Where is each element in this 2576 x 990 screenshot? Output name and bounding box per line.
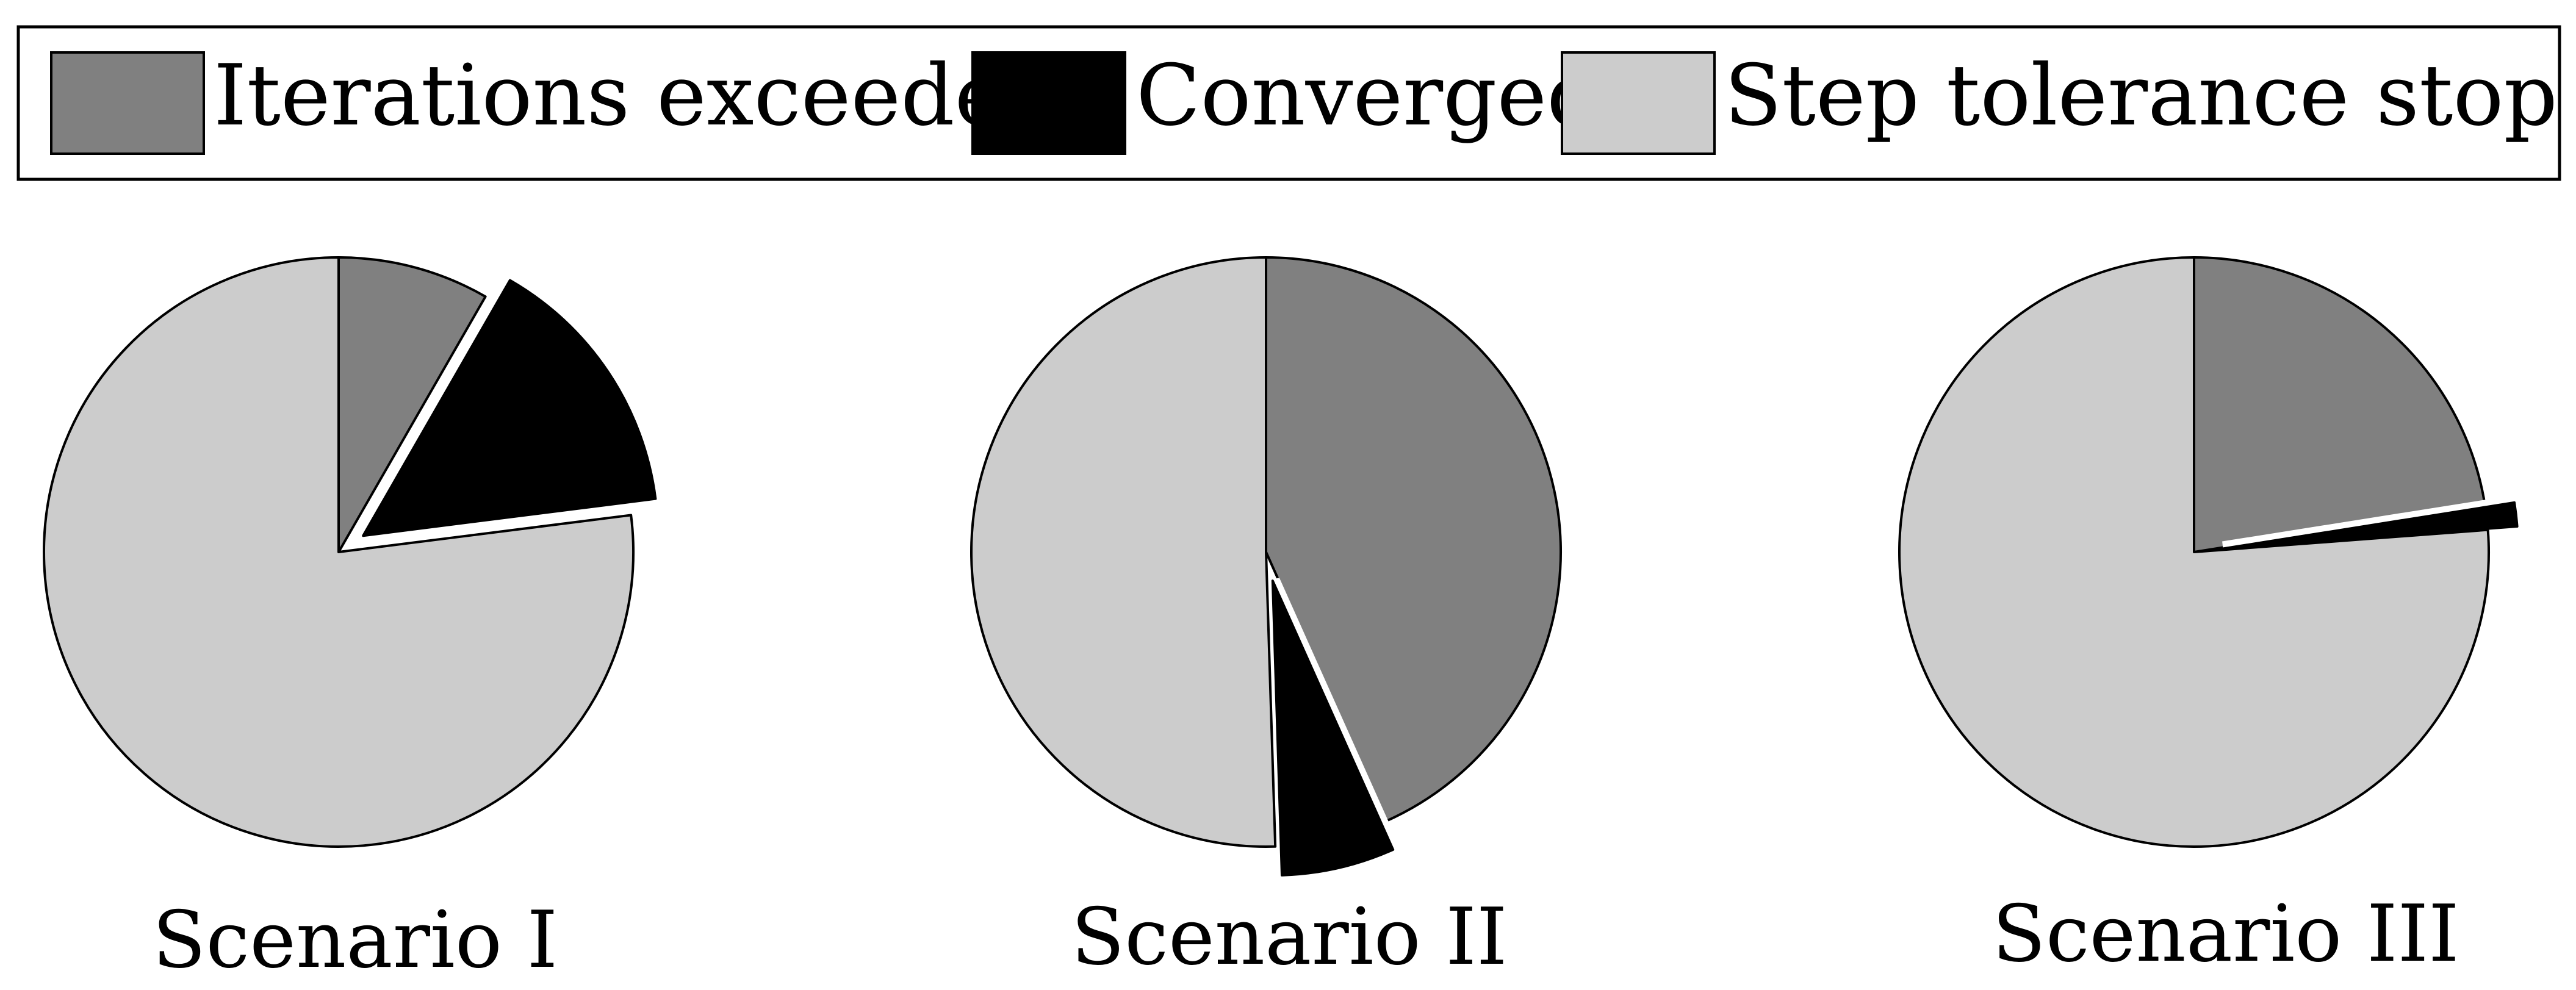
pie-group	[43, 256, 2525, 883]
slice-converged	[2222, 501, 2519, 550]
legend: Iterations exceeded Converged Step toler…	[16, 25, 2561, 181]
legend-swatch-iterations-exceeded	[50, 51, 205, 155]
slice-converged	[1271, 579, 1395, 877]
slice-iterations-exceeded	[337, 256, 487, 553]
scenario-2-title: Scenario II	[1071, 892, 1508, 983]
slice-step-tolerance-stop	[1898, 256, 2491, 848]
pie-scenario-2	[970, 256, 1562, 883]
slice-step-tolerance-stop	[43, 256, 635, 848]
scenario-1-title: Scenario I	[153, 895, 558, 986]
slice-step-tolerance-stop	[970, 256, 1277, 848]
slice-iterations-exceeded	[1265, 256, 1562, 822]
legend-label-converged: Converged	[1136, 46, 1601, 145]
legend-frame	[16, 25, 2561, 181]
legend-label-step-tolerance-stop: Step tolerance stop	[1724, 46, 2558, 145]
legend-swatch-converged	[971, 51, 1126, 155]
pie-scenario-1	[43, 256, 664, 848]
legend-label-iterations-exceeded: Iterations exceeded	[214, 46, 1059, 145]
legend-swatch-step-tolerance-stop	[1561, 51, 1716, 155]
scenario-3-title: Scenario III	[1992, 889, 2459, 980]
pie-scenario-3	[1898, 256, 2525, 848]
slice-converged	[362, 279, 657, 537]
slice-iterations-exceeded	[2193, 256, 2487, 553]
